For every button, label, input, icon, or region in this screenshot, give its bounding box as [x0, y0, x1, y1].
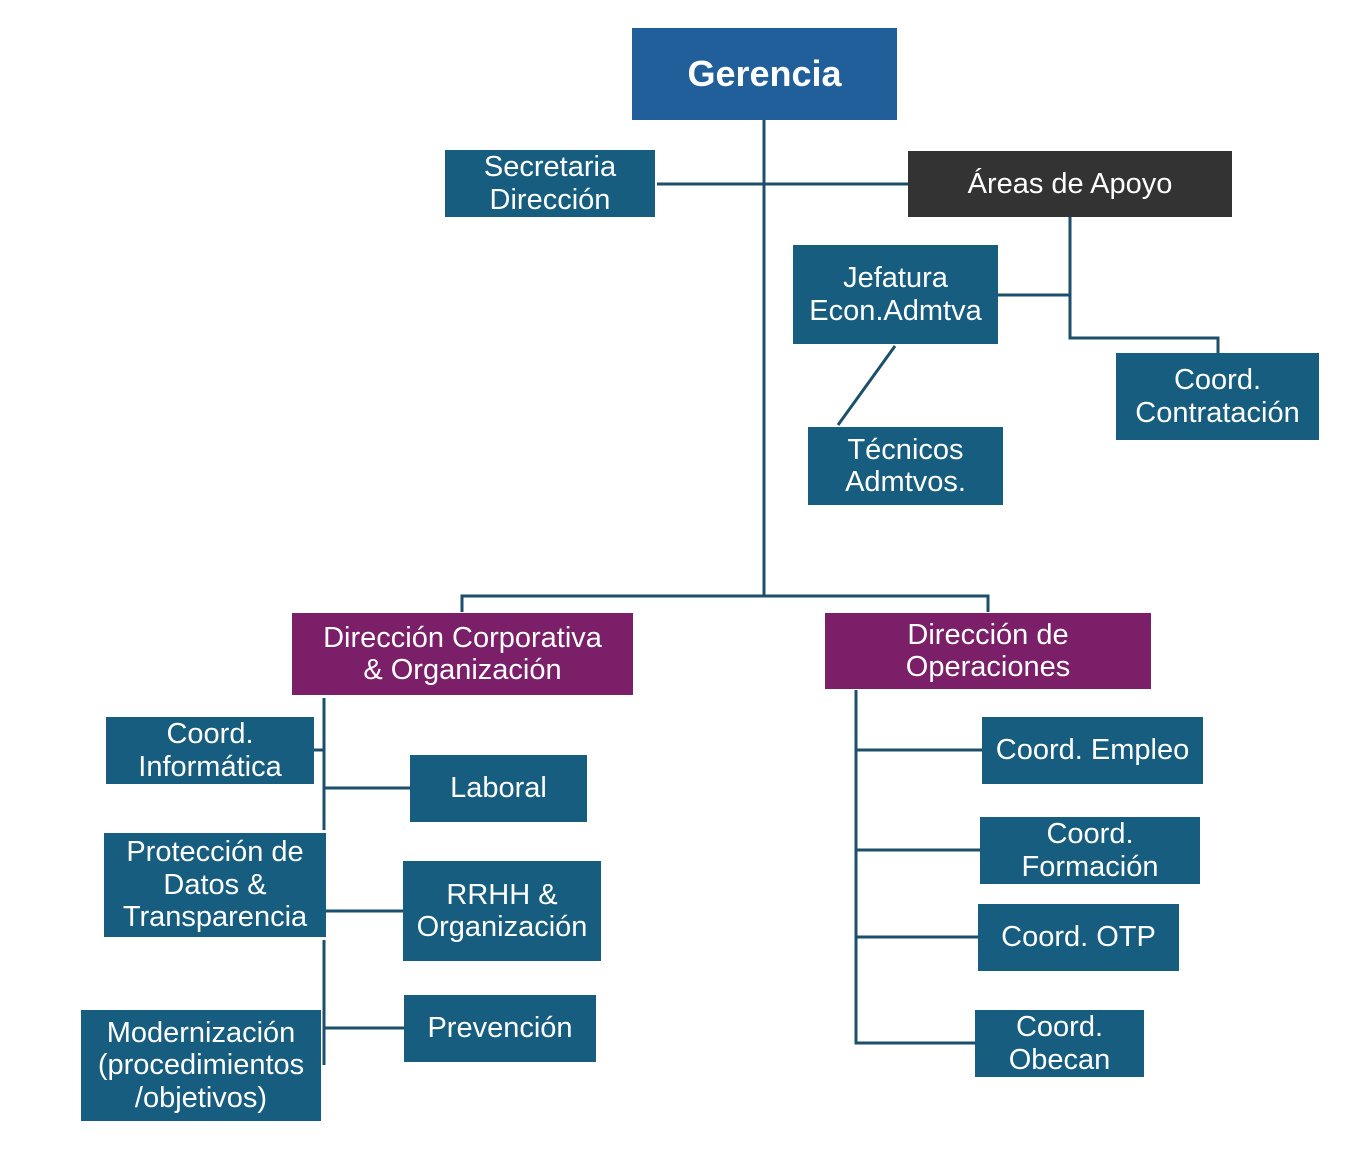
connector-apoyo-contratacion: [1068, 217, 1220, 353]
node-gerencia: Gerencia: [632, 28, 897, 120]
node-coord-informatica: Coord. Informática: [106, 717, 314, 784]
connector-oper-vertical: [854, 690, 975, 1045]
node-direccion-operaciones: Dirección de Operaciones: [825, 613, 1151, 689]
node-tecnicos-admtvos: Técnicos Admtvos.: [808, 427, 1003, 505]
node-direccion-corporativa: Dirección Corporativa & Organización: [292, 613, 633, 695]
connector-split-directions: [460, 594, 990, 612]
node-jefatura-econ-admtva: Jefatura Econ.Admtva: [793, 245, 998, 344]
node-prevencion: Prevención: [404, 995, 596, 1062]
node-coord-formacion: Coord. Formación: [980, 817, 1200, 884]
node-proteccion-datos: Protección de Datos & Transparencia: [104, 833, 326, 937]
node-coord-contratacion: Coord. Contratación: [1116, 353, 1319, 440]
node-laboral: Laboral: [410, 755, 587, 822]
node-secretaria-direccion: Secretaria Dirección: [445, 150, 655, 217]
node-coord-obecan: Coord. Obecan: [975, 1010, 1144, 1077]
node-modernizacion: Modernización (procedimientos /objetivos…: [81, 1010, 321, 1121]
node-rrhh-organizacion: RRHH & Organización: [403, 861, 601, 961]
node-coord-empleo: Coord. Empleo: [982, 717, 1203, 784]
node-areas-de-apoyo: Áreas de Apoyo: [908, 151, 1232, 217]
connector-jefatura-tecnicos: [836, 345, 897, 426]
node-coord-otp: Coord. OTP: [978, 904, 1179, 971]
